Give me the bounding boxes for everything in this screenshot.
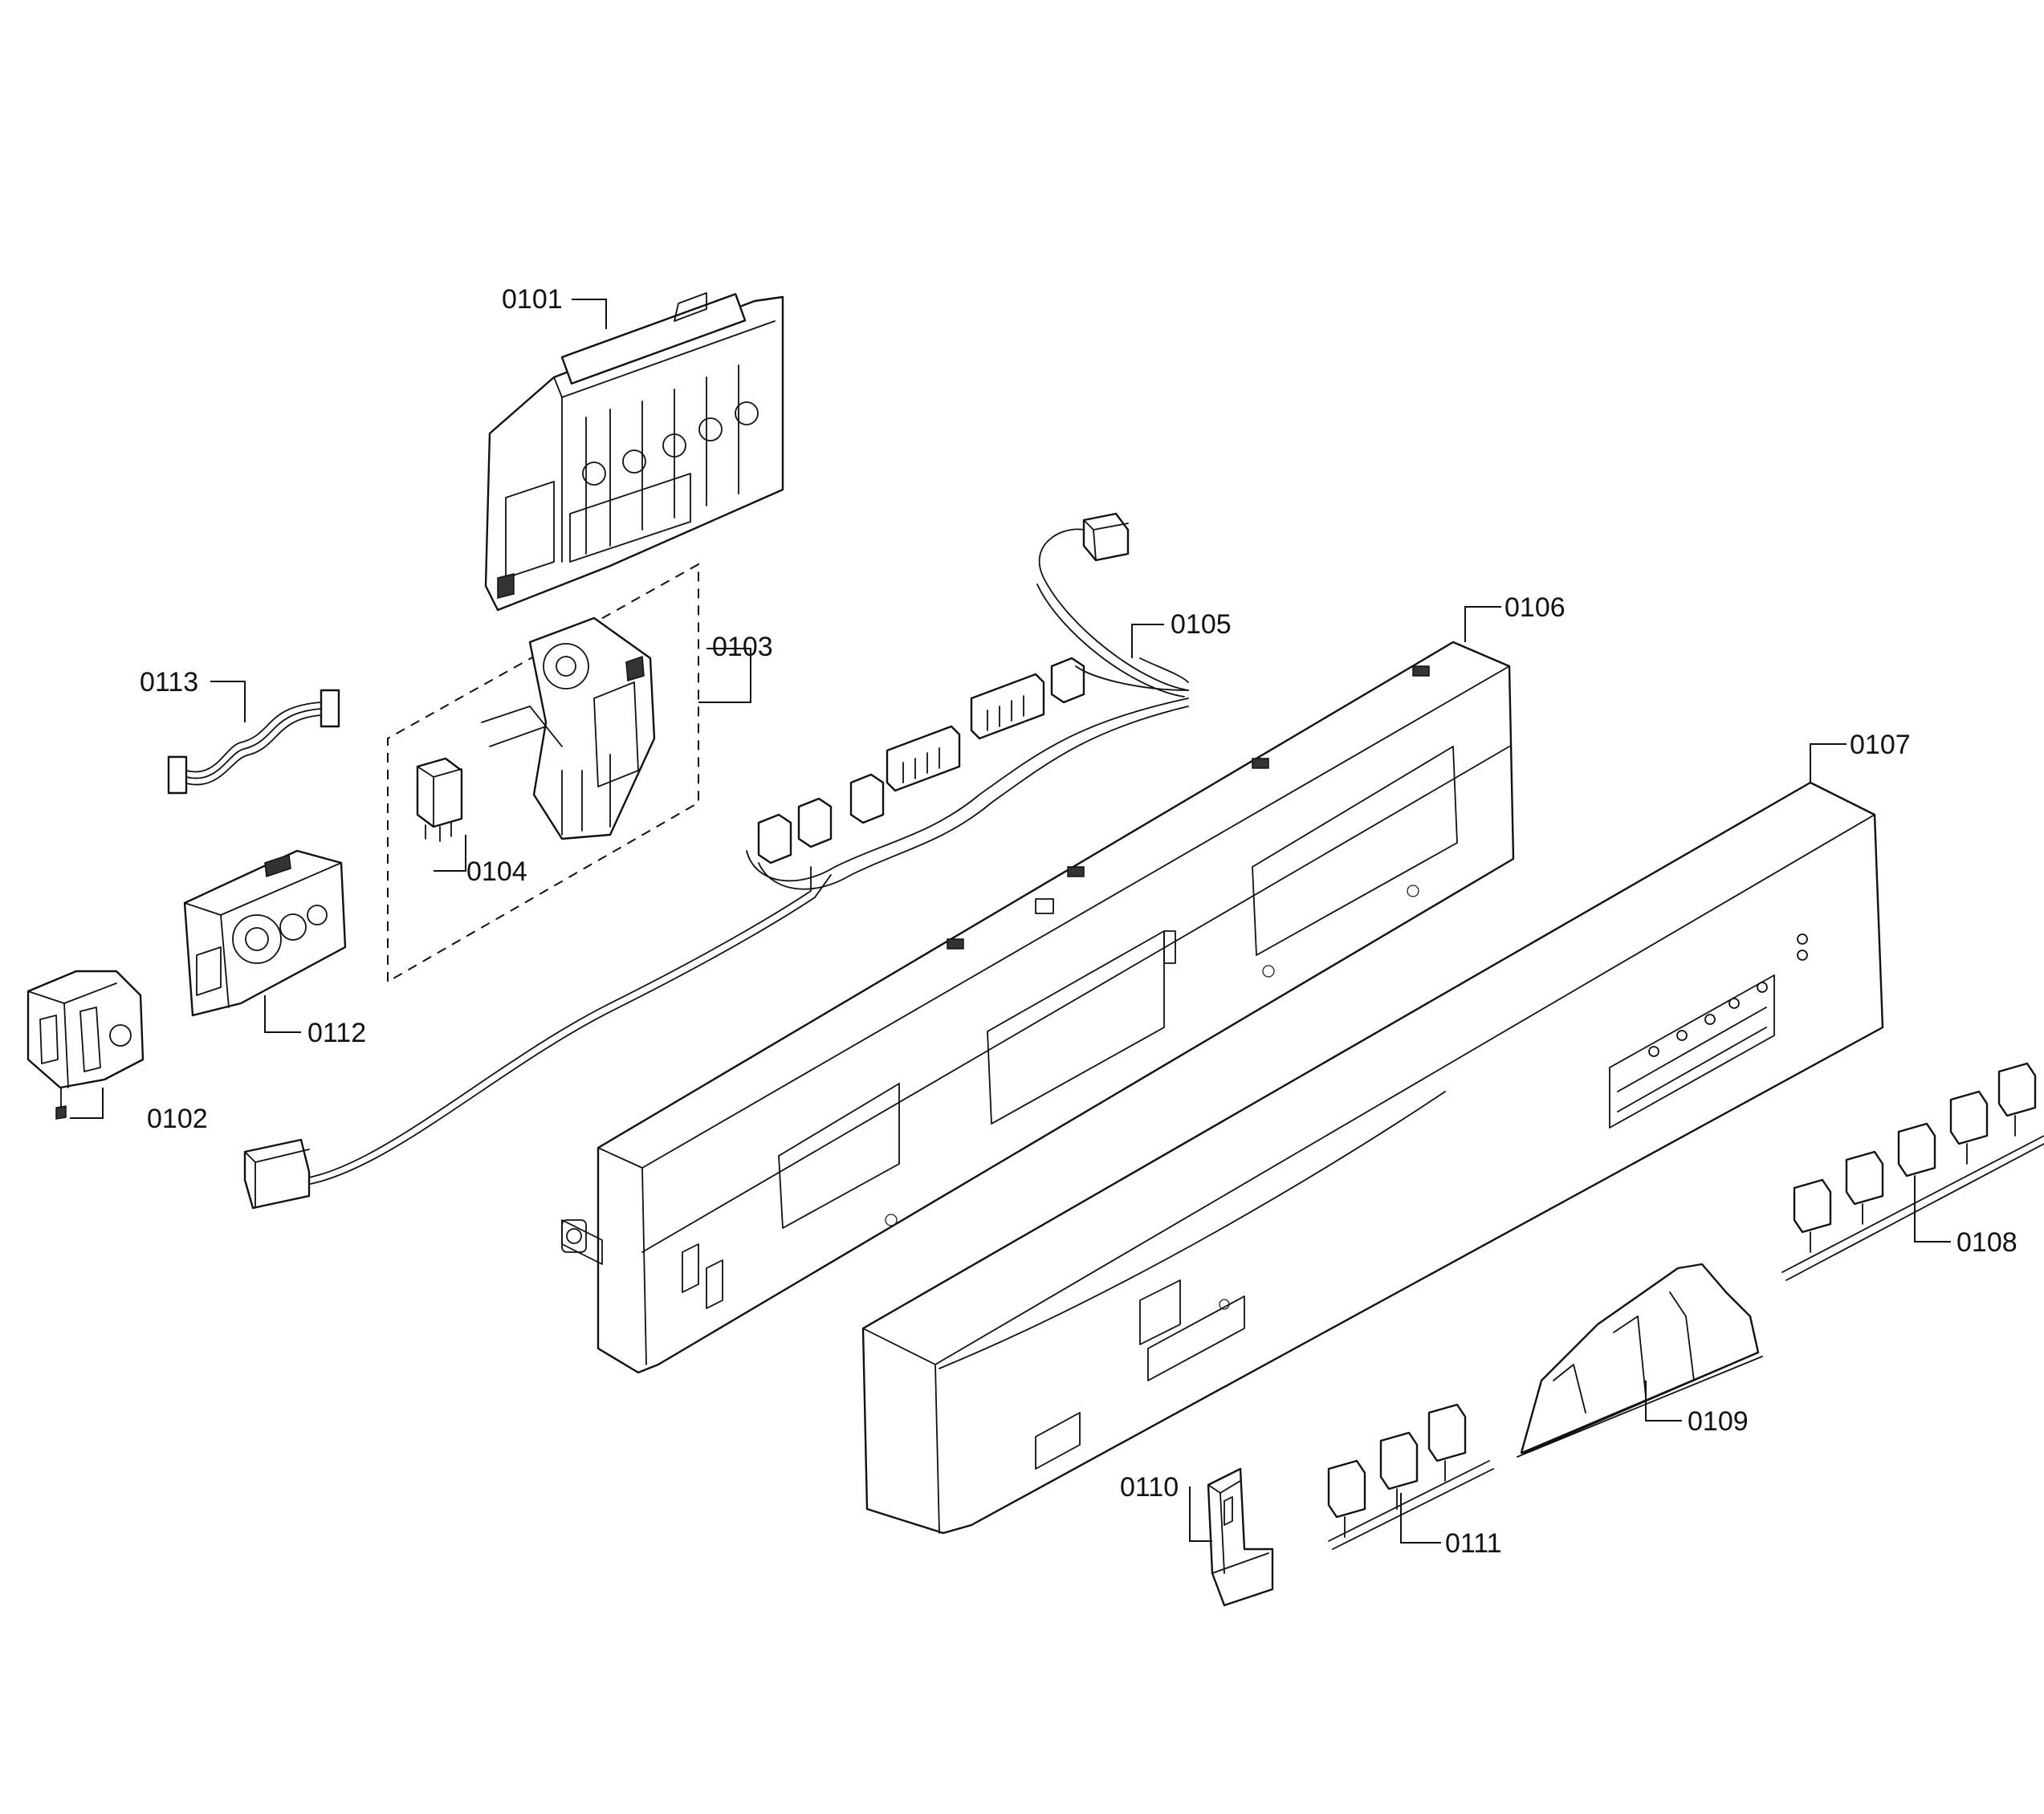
leader-lines bbox=[70, 299, 1951, 1544]
part-0105-wiring-harness bbox=[243, 512, 1189, 1210]
part-0107-front-fascia bbox=[861, 781, 1884, 1535]
part-0112-timer-module bbox=[183, 849, 347, 1017]
label-0108: 0108 bbox=[1956, 1227, 2018, 1258]
label-0113: 0113 bbox=[140, 667, 198, 698]
label-0103: 0103 bbox=[712, 632, 773, 662]
label-0105: 0105 bbox=[1171, 609, 1232, 640]
label-0102: 0102 bbox=[147, 1104, 208, 1134]
label-0110: 0110 bbox=[1120, 1472, 1179, 1503]
part-0102-door-switch bbox=[26, 970, 145, 1120]
label-0112: 0112 bbox=[307, 1018, 366, 1048]
part-0110-latch bbox=[1207, 1467, 1274, 1607]
label-0104: 0104 bbox=[466, 856, 527, 887]
part-0113-ribbon-cable bbox=[167, 689, 340, 795]
label-0109: 0109 bbox=[1688, 1406, 1749, 1437]
label-0106: 0106 bbox=[1504, 592, 1566, 623]
part-0103-switch-assembly bbox=[387, 563, 699, 983]
part-0111-button-strip bbox=[1327, 1403, 1494, 1550]
part-0108-button-strip bbox=[1781, 1062, 2044, 1281]
part-0106-inner-frame bbox=[561, 641, 1515, 1374]
part-0101-control-module bbox=[484, 292, 784, 612]
part-0109-display-cover bbox=[1517, 1263, 1763, 1458]
label-0107: 0107 bbox=[1850, 730, 1911, 760]
label-0101: 0101 bbox=[502, 284, 563, 315]
label-0111: 0111 bbox=[1445, 1528, 1502, 1559]
part-0104-relay bbox=[416, 757, 463, 842]
